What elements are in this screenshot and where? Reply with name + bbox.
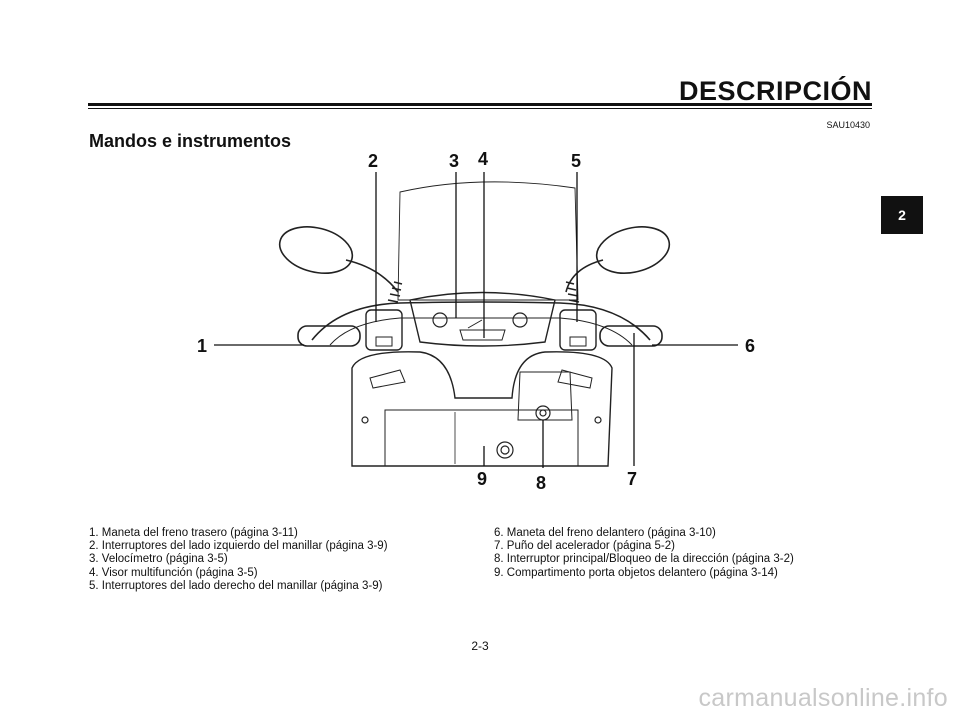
callout-4: 4 — [478, 149, 488, 169]
callout-3: 3 — [449, 151, 459, 171]
legend-item: 7. Puño del acelerador (página 5-2) — [494, 540, 675, 553]
legend-item: 1. Maneta del freno trasero (página 3-11… — [89, 527, 298, 539]
legend-item: 4. Visor multifunción (página 3-5) — [89, 566, 258, 579]
legend-right: 6. Maneta del freno delantero (página 3-… — [494, 527, 794, 580]
callout-2: 2 — [368, 151, 378, 171]
watermark[interactable]: carmanualsonline.info — [698, 684, 948, 712]
legend-item: 8. Interruptor principal/Bloqueo de la d… — [494, 553, 794, 566]
section-title: Mandos e instrumentos — [89, 131, 292, 151]
section-code: SAU10430 — [826, 120, 870, 130]
callout-9: 9 — [477, 469, 487, 489]
chapter-title: DESCRIPCIÓN — [678, 76, 872, 106]
callout-8: 8 — [536, 473, 546, 493]
chapter-tab[interactable]: 2 — [881, 196, 923, 234]
callout-6: 6 — [745, 336, 755, 356]
legend-item: 6. Maneta del freno delantero (página 3-… — [494, 527, 716, 539]
header-rule-thick — [88, 103, 872, 106]
callout-5: 5 — [571, 151, 581, 171]
header-rule-thin — [88, 108, 872, 109]
handlebar-illustration: 2 3 4 5 1 6 7 8 9 — [197, 149, 755, 493]
legend-left: 1. Maneta del freno trasero (página 3-11… — [89, 527, 388, 593]
callout-7: 7 — [627, 469, 637, 489]
legend-item: 5. Interruptores del lado derecho del ma… — [89, 579, 383, 592]
legend-item: 3. Velocímetro (página 3-5) — [89, 553, 228, 566]
page-number: 2-3 — [471, 639, 489, 653]
legend-item: 2. Interruptores del lado izquierdo del … — [89, 540, 388, 553]
callout-1: 1 — [197, 336, 207, 356]
legend-item: 9. Compartimento porta objetos delantero… — [494, 566, 778, 579]
